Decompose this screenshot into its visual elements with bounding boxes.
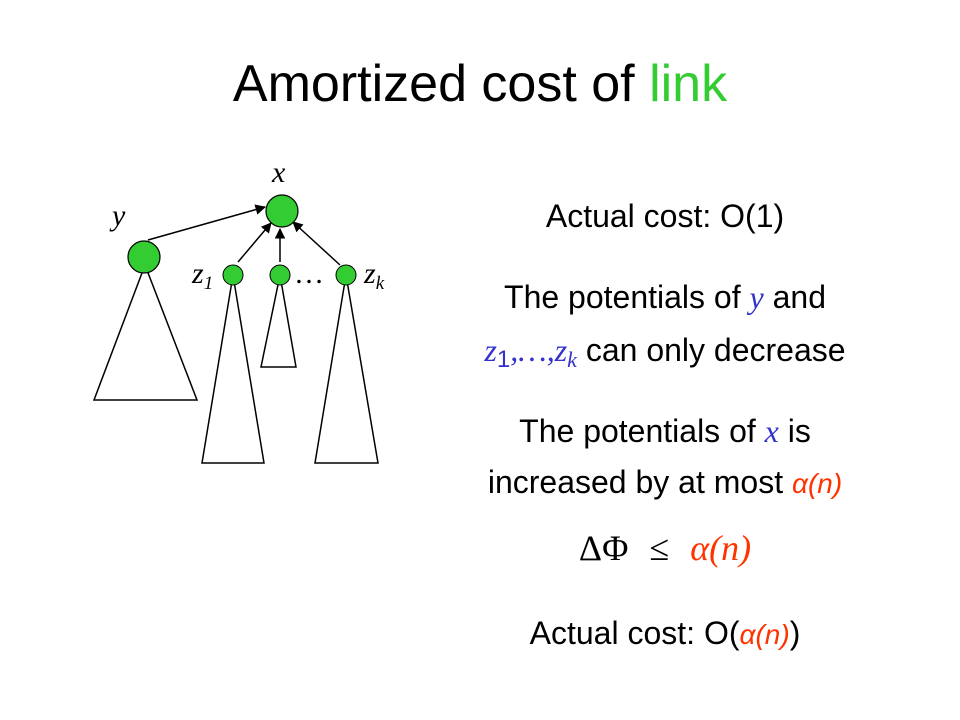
subtree-y bbox=[92, 262, 199, 401]
label-z1: z1 bbox=[191, 257, 213, 294]
potentials-x-line-2: increased by at most α(n) bbox=[487, 464, 843, 500]
subtree-middle bbox=[260, 274, 297, 368]
edge-z1-x bbox=[237, 222, 272, 263]
var-y: y bbox=[749, 279, 764, 315]
label-dots: … bbox=[294, 257, 324, 290]
subtree-zk bbox=[314, 274, 379, 464]
edge-y-x bbox=[147, 204, 267, 241]
var-x: x bbox=[764, 413, 779, 449]
node-zk bbox=[335, 264, 357, 286]
potentials-x-line-1: The potentials of x is bbox=[519, 413, 811, 449]
node-z1 bbox=[222, 264, 244, 286]
title-accent: link bbox=[649, 55, 728, 113]
node-y bbox=[127, 240, 161, 274]
subtree-z1 bbox=[201, 274, 265, 464]
potentials-yz-line-2: z1,…,zk can only decrease bbox=[484, 332, 846, 373]
delta-phi-inequality: ΔΦ ≤ α(n) bbox=[578, 528, 752, 568]
final-cost-line: Actual cost: O(α(n)) bbox=[529, 615, 801, 651]
label-zk: zk bbox=[363, 257, 385, 294]
alpha-n-1: α(n) bbox=[791, 468, 843, 499]
title-prefix: Amortized cost of bbox=[232, 55, 650, 113]
node-middle bbox=[269, 264, 291, 286]
label-x: x bbox=[271, 156, 286, 189]
edge-zk-x bbox=[292, 221, 341, 266]
potentials-yz-line-1: The potentials of y and bbox=[504, 279, 826, 315]
actual-cost-line: Actual cost: O(1) bbox=[545, 198, 785, 234]
alpha-n-2: α(n) bbox=[739, 619, 790, 650]
node-x bbox=[265, 194, 299, 228]
slide-title: Amortized cost of link bbox=[0, 52, 960, 116]
label-y: y bbox=[109, 199, 126, 232]
